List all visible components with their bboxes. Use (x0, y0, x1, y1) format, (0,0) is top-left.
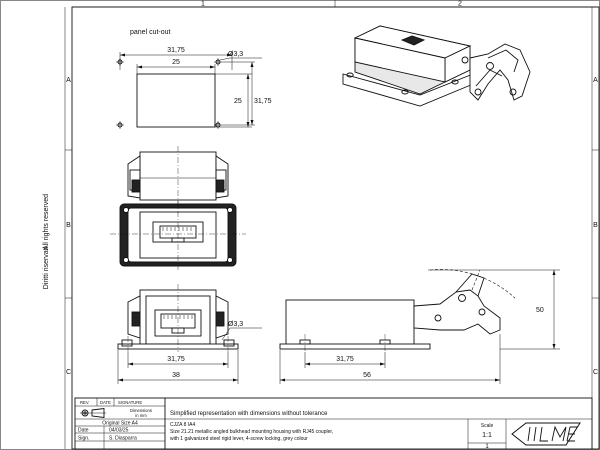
rights-note: All rights reserved (43, 194, 50, 250)
isometric-view (342, 25, 531, 107)
dimensions-note-line1: Dimensions (130, 408, 152, 413)
panel-inner-width-dim: 25 (172, 59, 180, 66)
panel-outer-width-dim: 31,75 (167, 47, 185, 54)
row-label-a-right: A (593, 77, 598, 84)
copyright-note: Diritti riservati (43, 246, 50, 289)
date-header: DATE (100, 400, 111, 405)
row-label-c-right: C (593, 369, 598, 376)
side-length-dim: 56 (363, 372, 371, 379)
scale-label: Scale (481, 423, 494, 429)
panel-front-view (110, 200, 246, 270)
side-height-dim: 50 (536, 307, 544, 314)
panel-outer-height-dim: 31,75 (254, 98, 272, 105)
rev-header: REV. (80, 400, 89, 405)
column-label-1: 1 (201, 1, 205, 8)
panel-hole-dim: Ø3,3 (228, 51, 243, 58)
column-label-2: 2 (458, 1, 462, 8)
projection-symbol-icon (80, 407, 106, 419)
signature-header: SIGNATURE (118, 400, 142, 405)
date-value: 04/03/25 (109, 428, 129, 434)
original-size-label: Original Size A4 (102, 421, 138, 427)
row-label-c: C (66, 369, 71, 376)
date-label: Date (78, 428, 89, 434)
row-label-b-right: B (593, 222, 598, 229)
title-block (74, 397, 593, 450)
sheet-number: 1 (485, 444, 489, 450)
ilme-logo (511, 422, 581, 446)
row-label-a: A (66, 77, 71, 84)
front-view: Ø3,3 31,75 38 (117, 284, 262, 384)
sign-value: S. Diasparra (109, 436, 137, 442)
description-line1: Size 21.21 metallic angled bulkhead moun… (170, 429, 333, 435)
sign-label: Sign. (78, 436, 89, 442)
row-label-b: B (66, 222, 71, 229)
top-view (127, 146, 229, 204)
description-line2: with 1 galvanized steel rigid lever, 4-s… (170, 436, 308, 442)
panel-cutout-view: panel cut-out 31,75 25 Ø3,3 (116, 29, 272, 129)
panel-inner-height-dim: 25 (234, 98, 242, 105)
front-hole-dim: Ø3,3 (228, 321, 243, 328)
panel-cutout-title: panel cut-out (130, 29, 171, 36)
description-title: Simplified representation with dimension… (170, 411, 328, 417)
scale-value: 1:1 (482, 432, 492, 439)
dimensions-note-line2: in mm (135, 413, 147, 418)
side-view: 50 31,75 56 (279, 269, 560, 384)
part-code: CJZA 8 IA4 (170, 422, 196, 428)
front-hole-spacing-dim: 31,75 (167, 356, 185, 363)
side-hole-spacing-dim: 31,75 (336, 356, 354, 363)
front-flange-width-dim: 38 (172, 372, 180, 379)
